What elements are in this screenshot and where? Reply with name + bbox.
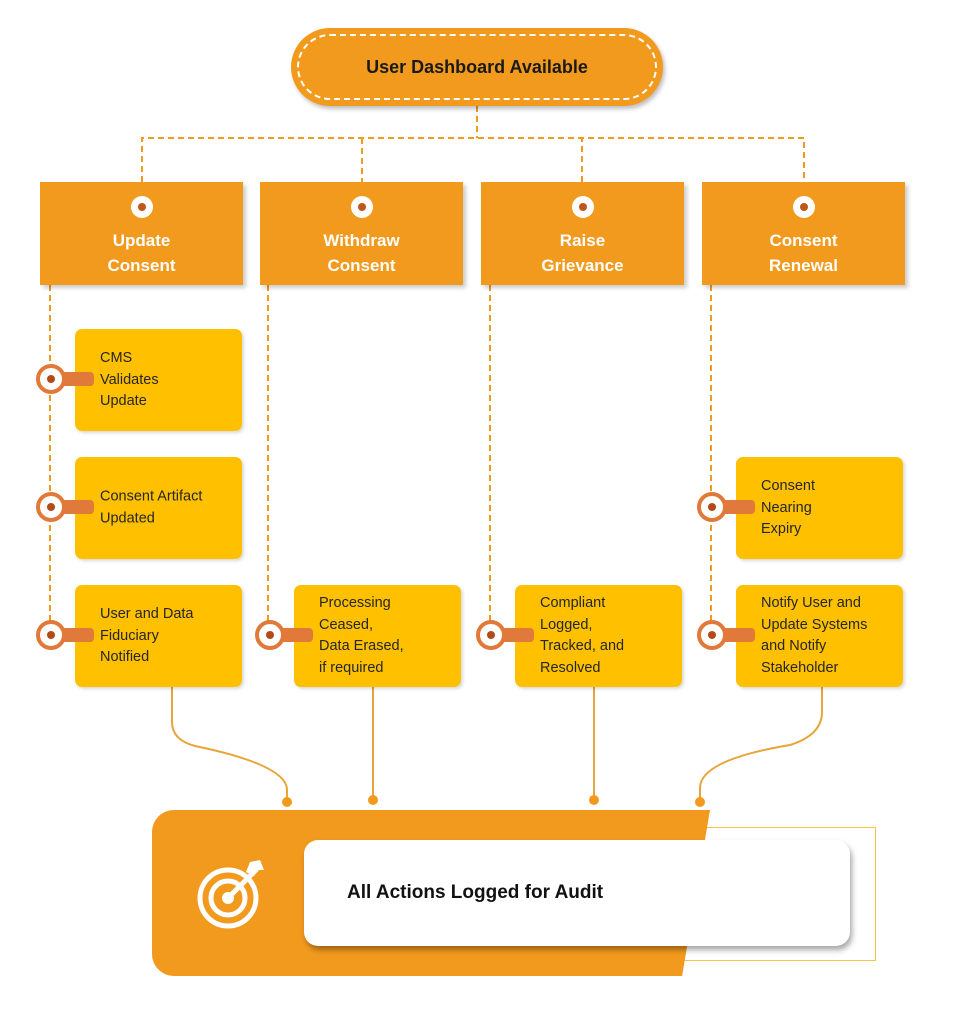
- step-consent-artifact-updated: Consent Artifact Updated: [75, 457, 242, 559]
- step-text: Consent Nearing Expiry: [761, 477, 816, 537]
- audit-title: All Actions Logged for Audit: [347, 882, 604, 903]
- step-processing-ceased: Processing Ceased, Data Erased, if requi…: [294, 585, 461, 687]
- header-title: Raise Grievance: [541, 231, 624, 275]
- connector-knob-icon: [476, 620, 506, 650]
- header-consent-renewal: Consent Renewal: [702, 182, 905, 285]
- audit-card: All Actions Logged for Audit: [304, 840, 850, 946]
- step-text: Consent Artifact Updated: [100, 488, 203, 527]
- header-title: Update Consent: [107, 231, 176, 275]
- connector-knob-icon: [255, 620, 285, 650]
- user-dashboard-pill: User Dashboard Available: [291, 28, 663, 106]
- connector-knob-icon: [36, 364, 66, 394]
- connector-knob-icon: [36, 620, 66, 650]
- header-raise-grievance: Raise Grievance: [481, 182, 684, 285]
- step-text: User and Data Fiduciary Notified: [100, 605, 194, 665]
- header-update-consent: Update Consent: [40, 182, 243, 285]
- connector-knob-icon: [697, 620, 727, 650]
- header-title: Consent Renewal: [769, 231, 838, 275]
- step-consent-nearing-expiry: Consent Nearing Expiry: [736, 457, 903, 559]
- node-dot-icon: [130, 196, 153, 218]
- target-icon: [197, 860, 264, 929]
- step-cms-validates-update: CMS Validates Update: [75, 329, 242, 431]
- connector-knob-icon: [36, 492, 66, 522]
- step-text: Notify User and Update Systems and Notif…: [761, 595, 868, 676]
- node-dot-icon: [571, 196, 594, 218]
- node-dot-icon: [350, 196, 373, 218]
- user-dashboard-title: User Dashboard Available: [297, 34, 657, 100]
- connector-knob-icon: [697, 492, 727, 522]
- node-dot-icon: [792, 196, 815, 218]
- step-text: Compliant Logged, Tracked, and Resolved: [540, 595, 625, 676]
- header-withdraw-consent: Withdraw Consent: [260, 182, 463, 285]
- step-text: CMS Validates Update: [100, 349, 159, 409]
- header-title: Withdraw Consent: [323, 231, 400, 275]
- step-notify-user-stakeholder: Notify User and Update Systems and Notif…: [736, 585, 903, 687]
- step-complaint-logged: Compliant Logged, Tracked, and Resolved: [515, 585, 682, 687]
- step-text: Processing Ceased, Data Erased, if requi…: [319, 595, 404, 676]
- step-user-fiduciary-notified: User and Data Fiduciary Notified: [75, 585, 242, 687]
